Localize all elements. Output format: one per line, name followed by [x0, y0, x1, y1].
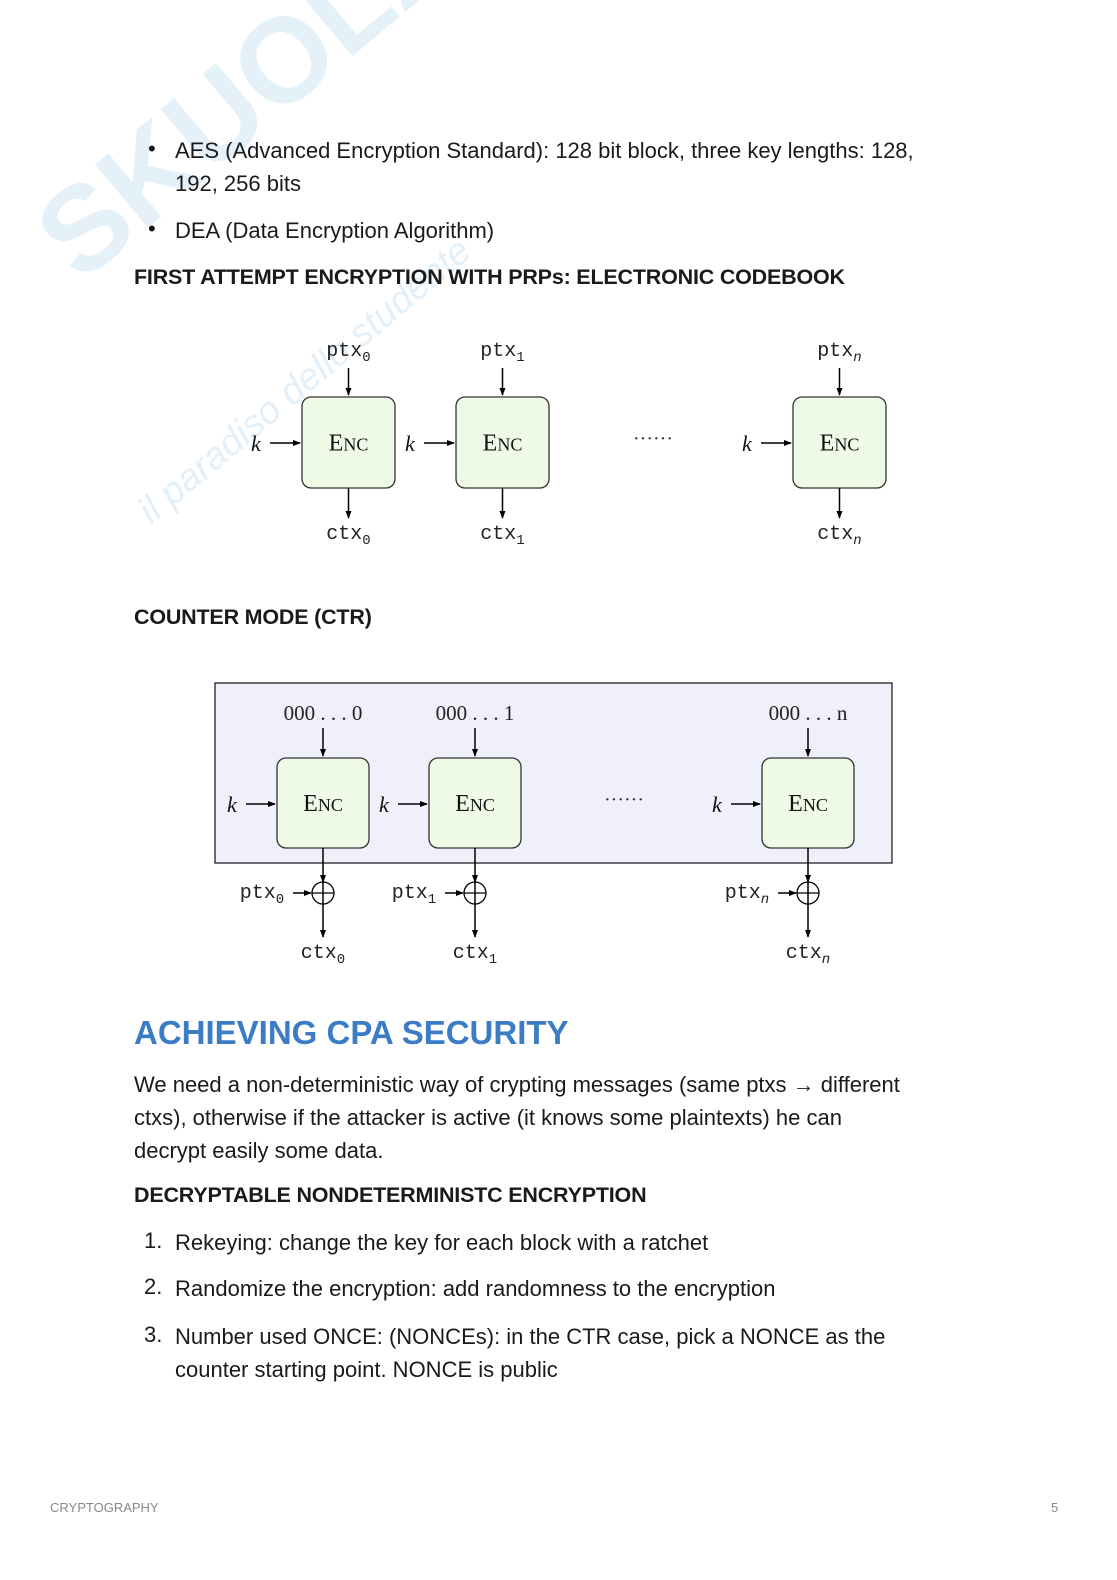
section-heading-ctr: COUNTER MODE (CTR) — [134, 605, 372, 629]
section-heading-ecb: FIRST ATTEMPT ENCRYPTION WITH PRPs: ELEC… — [134, 265, 845, 289]
enc-label: ENC — [303, 791, 343, 817]
list-number: 3. — [144, 1322, 163, 1347]
enc-label: ENC — [483, 431, 523, 457]
bullet-icon: • — [148, 136, 156, 161]
counter-label: 000 . . . n — [769, 701, 848, 725]
enc-label: ENC — [455, 791, 495, 817]
list-item: Rekeying: change the key for each block … — [175, 1230, 709, 1255]
bullet-icon: • — [148, 216, 156, 241]
ctx-label: ctx0 — [326, 523, 370, 549]
list-line: counter starting point. NONCE is public — [175, 1357, 558, 1382]
ellipsis: ······ — [633, 428, 673, 450]
counter-label: 000 . . . 1 — [436, 701, 515, 725]
ptx-label: ptx0 — [240, 882, 284, 908]
key-label: k — [405, 431, 416, 456]
ctx-label: ctx1 — [453, 942, 497, 968]
list-number: 1. — [144, 1228, 163, 1253]
bullet-line: AES (Advanced Encryption Standard): 128 … — [175, 138, 914, 163]
enc-label: ENC — [788, 791, 828, 817]
enc-label: ENC — [820, 431, 860, 457]
ptx-label: ptxn — [725, 882, 769, 908]
ptx-label: ptx1 — [392, 882, 436, 908]
ctx-label: ctx1 — [480, 523, 524, 549]
key-label: k — [251, 431, 262, 456]
ctx-label: ctx0 — [301, 942, 345, 968]
ctx-label: ctxn — [817, 523, 861, 549]
page-number: 5 — [1051, 1500, 1059, 1515]
key-label: k — [742, 431, 753, 456]
key-label: k — [379, 792, 390, 817]
enc-label: ENC — [329, 431, 369, 457]
bullet-item-aes: AES (Advanced Encryption Standard): 128 … — [175, 134, 914, 200]
key-label: k — [227, 792, 238, 817]
paragraph-line: ctxs), otherwise if the attacker is acti… — [134, 1105, 842, 1130]
list-line: Number used ONCE: (NONCEs): in the CTR c… — [175, 1324, 886, 1349]
list-item: Randomize the encryption: add randomness… — [175, 1276, 776, 1301]
bullet-item-dea: DEA (Data Encryption Algorithm) — [175, 218, 495, 243]
ellipsis: ······ — [604, 789, 644, 811]
footer-title: CRYPTOGRAPHY — [50, 1500, 159, 1515]
page-heading-cpa: ACHIEVING CPA SECURITY — [134, 1014, 569, 1051]
list-number: 2. — [144, 1274, 163, 1299]
section-heading-nondeterministic: DECRYPTABLE NONDETERMINISTC ENCRYPTION — [134, 1183, 647, 1207]
counter-label: 000 . . . 0 — [284, 701, 363, 725]
bullet-line: 192, 256 bits — [175, 171, 301, 196]
paragraph-line: We need a non-deterministic way of crypt… — [134, 1072, 900, 1097]
ctx-label: ctxn — [786, 942, 830, 968]
ptx-label: ptx0 — [326, 340, 370, 366]
ptx-label: ptx1 — [480, 340, 524, 366]
ptx-label: ptxn — [817, 340, 861, 366]
list-item: Number used ONCE: (NONCEs): in the CTR c… — [175, 1320, 885, 1386]
paragraph-line: decrypt easily some data. — [134, 1138, 384, 1163]
key-label: k — [712, 792, 723, 817]
cpa-paragraph: We need a non-deterministic way of crypt… — [134, 1068, 900, 1167]
